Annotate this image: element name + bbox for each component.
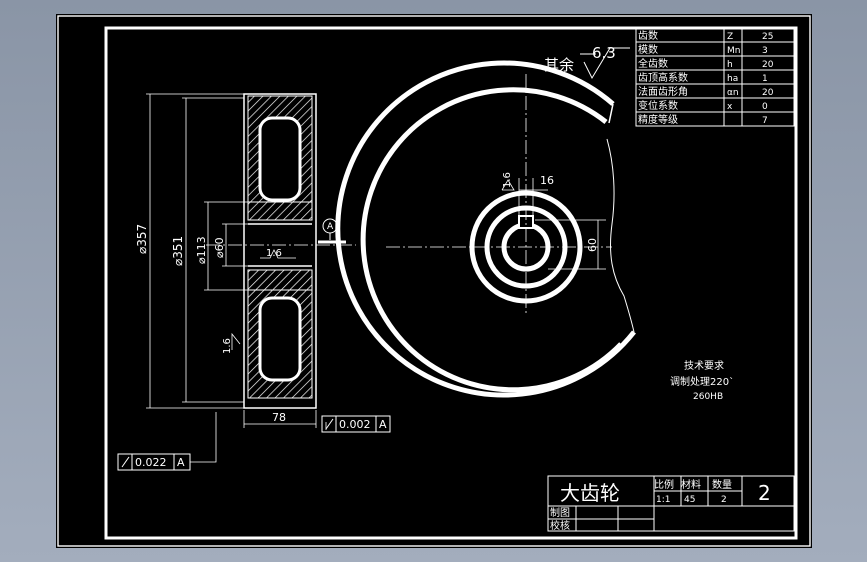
- param-value: 1: [762, 74, 768, 84]
- tech-title: 技术要求: [684, 359, 724, 372]
- param-value: 7: [762, 116, 768, 126]
- params-table: 齿数 Z 25 模数 Mn 3 全齿数 h 20 齿顶高系数 ha 1 法面齿形角 αn 20 变位系数 x 0 精…: [636, 29, 794, 126]
- param-symbol: Mn: [727, 46, 740, 56]
- param-symbol: h: [727, 60, 733, 70]
- value-scale: 1:1: [656, 495, 670, 505]
- param-value: 25: [762, 32, 773, 42]
- roughness-qiyu-label: 其余: [544, 56, 574, 74]
- datum-a-label: A: [327, 222, 334, 232]
- params-table-lines: [635, 27, 795, 127]
- roughness-general-value: 6.3: [592, 44, 616, 62]
- tolerance-2-datum: A: [177, 456, 185, 469]
- title-block-lines: [547, 475, 795, 532]
- outer-border: [57, 15, 811, 547]
- tolerance-2-value: 0.022: [135, 456, 167, 469]
- param-value: 3: [762, 46, 768, 56]
- param-symbol: αn: [727, 88, 739, 98]
- label-jiaohe: 校核: [550, 519, 570, 532]
- inner-border: [104, 26, 798, 540]
- param-value: 0: [762, 102, 768, 112]
- param-symbol: Z: [727, 32, 733, 42]
- param-value: 20: [762, 60, 774, 70]
- dim-keyway-depth: 60: [586, 238, 599, 252]
- tolerance-1-value: 0.002: [339, 418, 371, 431]
- roughness-hub: 1.6: [222, 338, 233, 354]
- part-name: 大齿轮: [560, 481, 620, 505]
- gear-section-view: [146, 93, 356, 463]
- param-name: 齿数: [638, 29, 658, 42]
- dim-d357: ⌀357: [135, 224, 149, 254]
- param-name: 齿顶高系数: [638, 71, 688, 84]
- tolerance-frame-1: [321, 415, 391, 433]
- roughness-bore: 1.6: [266, 248, 282, 259]
- cad-drawing: ⌀357 ⌀351 ⌀113 ⌀60 78 A 1.6 1.6 0.002 A …: [57, 15, 811, 547]
- header-material: 材料: [681, 478, 701, 491]
- header-qty: 数量: [712, 478, 732, 491]
- param-symbol: x: [727, 102, 733, 112]
- label-zhitu: 制图: [550, 506, 570, 519]
- value-material: 45: [684, 495, 695, 505]
- param-symbol: ha: [727, 74, 738, 84]
- dim-keyway-width: 16: [540, 174, 554, 187]
- param-name: 法面齿形角: [638, 85, 688, 98]
- param-name: 模数: [638, 43, 658, 56]
- roughness-keyway: 1.6: [502, 172, 513, 188]
- dim-d351: ⌀351: [171, 236, 185, 266]
- dim-d113: ⌀113: [195, 236, 208, 264]
- header-scale: 比例: [654, 478, 674, 491]
- drawing-number: 2: [758, 481, 771, 505]
- drawing-canvas: ⌀357 ⌀351 ⌀113 ⌀60 78 A 1.6 1.6 0.002 A …: [56, 14, 812, 548]
- tolerance-1-datum: A: [379, 418, 387, 431]
- param-name: 全齿数: [638, 57, 668, 70]
- tech-line1: 调制处理220`: [670, 375, 734, 388]
- value-qty: 2: [721, 495, 727, 505]
- dim-d60: ⌀60: [213, 237, 226, 258]
- tech-line2: 260HB: [693, 392, 723, 402]
- param-value: 20: [762, 88, 774, 98]
- dim-width: 78: [272, 411, 286, 424]
- param-name: 精度等级: [638, 113, 678, 126]
- gear-front-view: [335, 47, 636, 398]
- param-name: 变位系数: [638, 99, 678, 112]
- tolerance-frame-2: [117, 453, 191, 471]
